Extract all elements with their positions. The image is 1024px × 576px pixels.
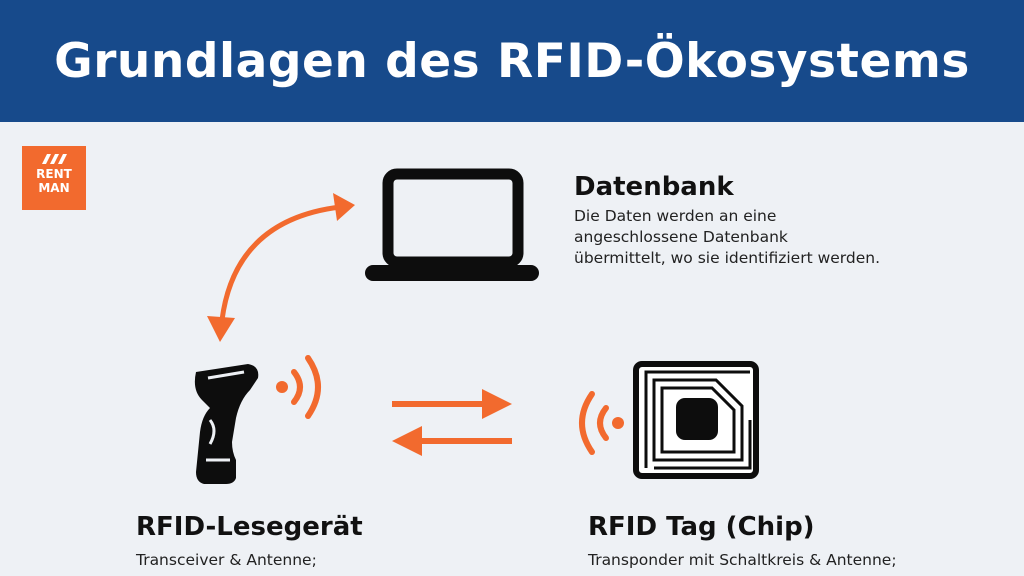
database-heading: Datenbank: [574, 172, 734, 202]
logo-text-line2: MAN: [38, 181, 70, 195]
reader-description-line: Transceiver & Antenne;: [136, 551, 317, 569]
reader-description: Transceiver & Antenne;: [136, 550, 317, 571]
header-banner: Grundlagen des RFID-Ökosystems: [0, 0, 1024, 122]
logo-text-line1: RENT: [36, 167, 72, 181]
signal-waves-icon: [276, 355, 321, 419]
database-description-line: Die Daten werden an eine: [574, 207, 777, 225]
database-description-line: angeschlossene Datenbank: [574, 228, 788, 246]
exchange-arrows-icon: [392, 389, 512, 456]
database-description: Die Daten werden an eine angeschlossene …: [574, 206, 880, 269]
laptop-icon: [365, 168, 539, 281]
reader-heading: RFID-Lesegerät: [136, 512, 363, 542]
tag-description-line: Transponder mit Schaltkreis & Antenne;: [588, 551, 897, 569]
tag-description: Transponder mit Schaltkreis & Antenne;: [588, 550, 897, 571]
double-arrow-icon: [207, 193, 355, 342]
page-title: Grundlagen des RFID-Ökosystems: [54, 33, 970, 89]
barcode-scanner-icon: [194, 364, 259, 484]
rfid-chip-icon: [633, 361, 759, 479]
tag-heading: RFID Tag (Chip): [588, 512, 815, 542]
rentman-logo: RENT MAN: [22, 146, 86, 210]
database-description-line: übermittelt, wo sie identifiziert werden…: [574, 249, 881, 267]
signal-waves-icon: [579, 391, 624, 455]
logo-mark-icon: [42, 154, 67, 164]
